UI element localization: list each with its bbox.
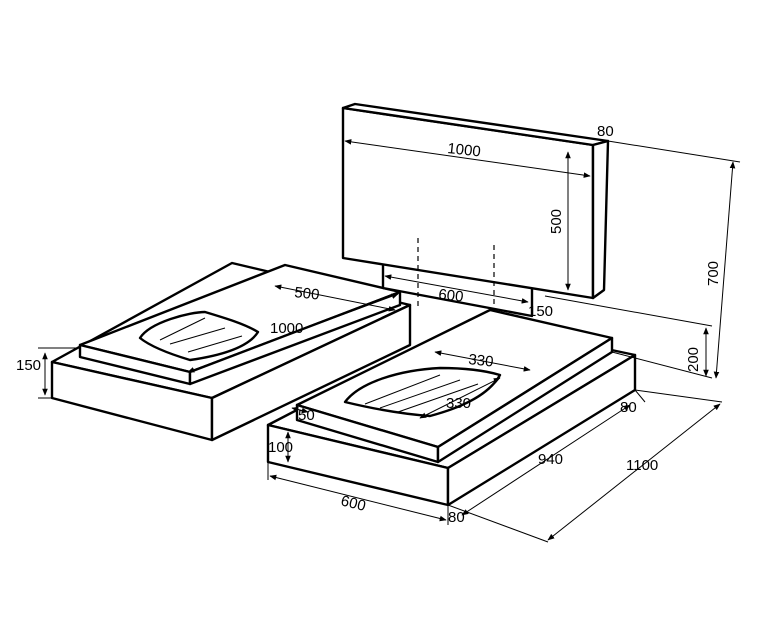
dim-recess-depth: 330 [446,395,471,412]
dim-stele-width: 1000 [447,140,482,160]
stele-panel-side [591,139,610,300]
dim-plinth-length: 600 [438,286,465,306]
dim-recess-width: 330 [468,351,495,371]
dim-inner-offset: 50 [298,407,315,424]
dim-left-slab-width: 500 [294,284,321,304]
dim-right-base-height: 100 [268,439,293,456]
dim-left-base-height: 150 [16,357,41,374]
dim-total-height: 700 [705,261,722,286]
dimension-lines [38,139,741,543]
dim-side-offset-front: 80 [448,509,465,526]
dim-outer-length: 1100 [626,457,658,474]
dim-plinth-offset: 150 [528,303,553,320]
dim-front-width: 600 [339,492,367,515]
dim-left-slab-length: 1000 [270,320,303,337]
dimension-labels: 1000 500 80 700 200 150 600 500 1000 150… [16,123,722,526]
dim-base-height: 200 [685,347,702,372]
dim-stele-thickness: 80 [597,123,614,140]
dim-stele-height: 500 [548,209,565,234]
dim-side-offset-back: 80 [620,399,637,416]
dim-inner-length: 940 [538,451,563,468]
